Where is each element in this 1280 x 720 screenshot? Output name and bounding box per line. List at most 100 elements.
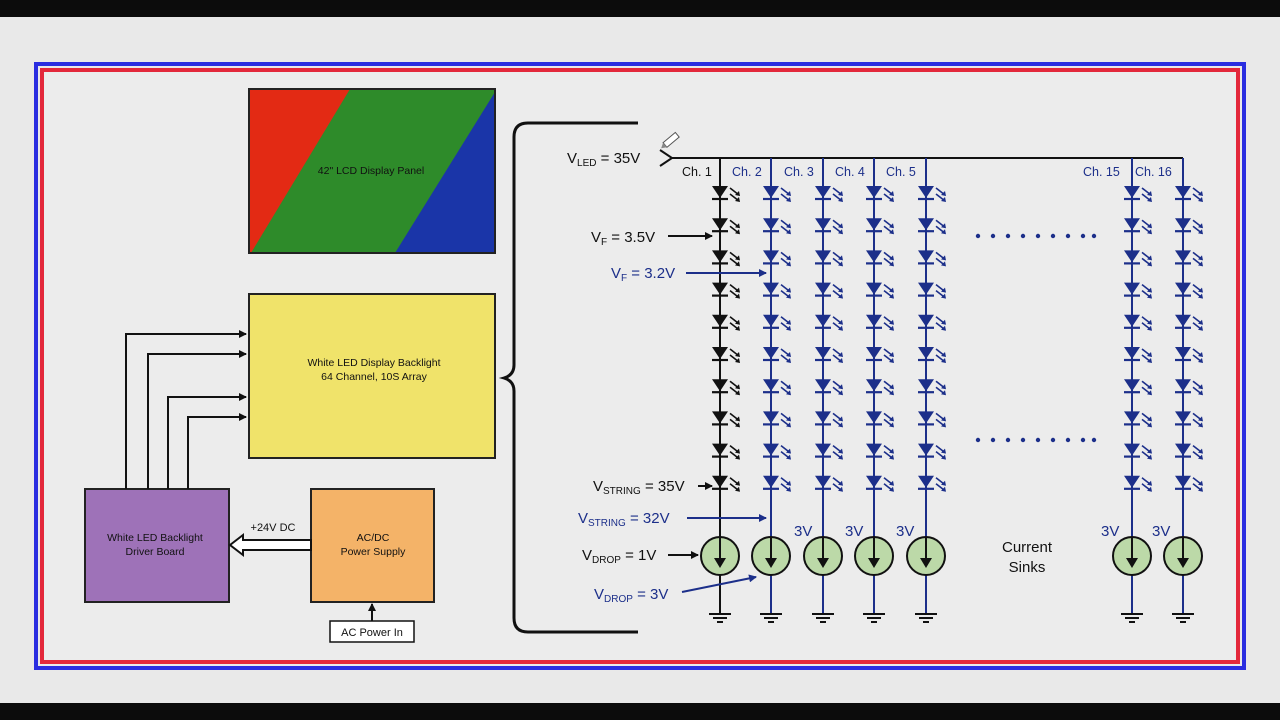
led-diode-icon: [1175, 186, 1203, 202]
led-diode-icon: [918, 379, 946, 396]
led-diode-icon: [712, 443, 740, 460]
led-diode-icon: [815, 218, 843, 235]
psu-label-line2: Power Supply: [341, 546, 407, 558]
led-diode-icon: [1175, 475, 1203, 492]
led-diode-icon: [763, 443, 791, 460]
led-diode-icon: [815, 347, 843, 363]
current-sink-icon: [751, 536, 791, 576]
led-diode-icon: [815, 475, 843, 492]
channel-label: Ch. 15: [1083, 165, 1120, 179]
svg-text:VF = 3.5V: VF = 3.5V: [591, 229, 655, 248]
driver-label-line1: White LED Backlight: [107, 532, 203, 544]
led-diode-icon: [866, 186, 894, 202]
led-diode-icon: [918, 475, 946, 492]
vdrop1-annotation: VDROP = 1V: [582, 547, 699, 566]
led-diode-icon: [918, 282, 946, 299]
led-diode-icon: [712, 218, 740, 235]
channel-label: Ch. 16: [1135, 165, 1172, 179]
led-diode-icon: [866, 347, 894, 363]
led-diode-icon: [763, 250, 791, 267]
led-diode-icon: [1175, 250, 1203, 267]
ground-icon: [812, 613, 834, 623]
led-diode-icon: [815, 282, 843, 299]
vdrop2-annotation: VDROP = 3V: [594, 574, 757, 605]
control-lines: [125, 330, 247, 489]
led-diode-icon: [918, 347, 946, 363]
current-sinks-line2: Sinks: [1009, 559, 1046, 576]
led-diode-icon: [712, 379, 740, 396]
led-diode-icon: [1175, 314, 1203, 331]
led-diode-icon: [815, 186, 843, 202]
svg-text:VF = 3.2V: VF = 3.2V: [611, 265, 675, 284]
led-diode-icon: [712, 475, 740, 492]
ground-icon: [863, 613, 885, 623]
current-sink-icon: [803, 536, 843, 576]
led-diode-icon: [1175, 347, 1203, 363]
led-diode-icon: [1124, 411, 1152, 428]
letterbox-bottom: [0, 703, 1280, 720]
lcd-panel-label: 42" LCD Display Panel: [318, 165, 424, 177]
channel-label: Ch. 1: [682, 165, 712, 179]
dc-label: +24V DC: [251, 522, 296, 534]
led-diode-icon: [918, 218, 946, 235]
ground-icon: [760, 613, 782, 623]
led-diode-icon: [1124, 314, 1152, 331]
led-diode-icon: [918, 250, 946, 267]
vf1-annotation: VF = 3.5V: [591, 229, 713, 248]
led-diode-icon: [1124, 379, 1152, 396]
svg-text:VSTRING = 35V: VSTRING = 35V: [593, 478, 685, 497]
led-diode-icon: [712, 411, 740, 428]
led-diode-icon: [866, 314, 894, 331]
led-diode-icon: [815, 379, 843, 396]
led-diode-icon: [712, 347, 740, 363]
led-diode-icon: [918, 314, 946, 331]
led-diode-icon: [763, 314, 791, 331]
led-diode-icon: [763, 411, 791, 428]
led-string: [700, 158, 740, 623]
led-diode-icon: [763, 218, 791, 235]
current-sink-icon: [906, 536, 946, 576]
current-sinks-line1: Current: [1002, 539, 1053, 556]
driver-label-line2: Driver Board: [126, 546, 185, 558]
led-string: [751, 158, 791, 623]
pencil-cursor-icon: [661, 131, 680, 149]
led-diode-icon: [1124, 186, 1152, 202]
sink-voltage-label: 3V: [794, 523, 812, 540]
svg-text:VSTRING = 32V: VSTRING = 32V: [578, 510, 670, 529]
led-diode-icon: [918, 186, 946, 202]
led-diode-icon: [815, 314, 843, 331]
channel-label: Ch. 3: [784, 165, 814, 179]
led-diode-icon: [712, 282, 740, 299]
led-diode-icon: [1124, 282, 1152, 299]
channel-label: Ch. 2: [732, 165, 762, 179]
current-sink-icon: [854, 536, 894, 576]
letterbox-top: [0, 0, 1280, 17]
led-diode-icon: [1175, 379, 1203, 396]
led-diode-icon: [866, 379, 894, 396]
sink-voltage-label: 3V: [1101, 523, 1119, 540]
power-supply-block: AC/DC Power Supply: [310, 488, 435, 603]
current-sink-icon: [700, 536, 740, 576]
led-diode-icon: [763, 186, 791, 202]
sink-voltage-label: 3V: [1152, 523, 1170, 540]
outer-blue-border: [34, 62, 1246, 670]
ac-power-in: AC Power In: [329, 603, 415, 643]
led-diode-icon: [1124, 347, 1152, 363]
vled-label: VLED = 35V: [567, 150, 640, 169]
led-diode-icon: [1175, 218, 1203, 235]
vstring1-annotation: VSTRING = 35V: [593, 478, 713, 497]
ground-icon: [1172, 613, 1194, 623]
svg-text:VDROP = 1V: VDROP = 1V: [582, 547, 656, 566]
led-diode-icon: [1175, 282, 1203, 299]
current-sink-icon: [1112, 536, 1152, 576]
ellipsis-dots: [975, 233, 1097, 443]
led-string: [803, 158, 843, 623]
inner-red-border: [40, 68, 1240, 664]
led-string: [1112, 158, 1152, 623]
led-diode-icon: [918, 443, 946, 460]
svg-text:VDROP = 3V: VDROP = 3V: [594, 586, 668, 605]
lcd-panel: 42" LCD Display Panel: [248, 88, 496, 254]
led-diode-icon: [763, 347, 791, 363]
led-diode-icon: [815, 443, 843, 460]
